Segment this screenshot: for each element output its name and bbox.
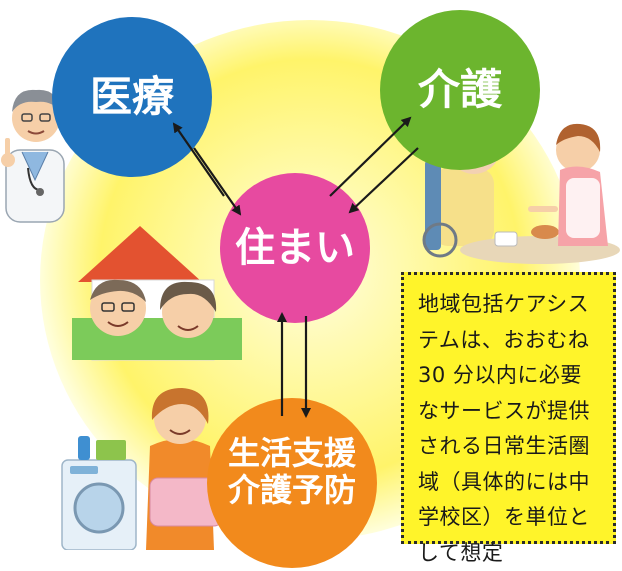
note-line: 30 分以内に必要 xyxy=(418,358,603,394)
arrow-medical-to-housing xyxy=(194,148,240,214)
note-line: 域（具体的には中 xyxy=(418,465,603,501)
note-line: して想定 xyxy=(418,536,603,571)
arrow-housing-to-care xyxy=(330,118,410,196)
arrow-care-to-housing xyxy=(350,148,418,212)
note-line: なサービスが提供 xyxy=(418,394,603,430)
note-line: 地域包括ケアシス xyxy=(418,287,603,323)
note-line: 学校区）を単位と xyxy=(418,500,603,536)
note-line: される日常生活圏 xyxy=(418,429,603,465)
note-line: テムは、おおむね xyxy=(418,323,603,359)
arrow-housing-to-medical xyxy=(174,124,224,196)
info-note-box: 地域包括ケアシス テムは、おおむね 30 分以内に必要 なサービスが提供 される… xyxy=(401,272,616,544)
